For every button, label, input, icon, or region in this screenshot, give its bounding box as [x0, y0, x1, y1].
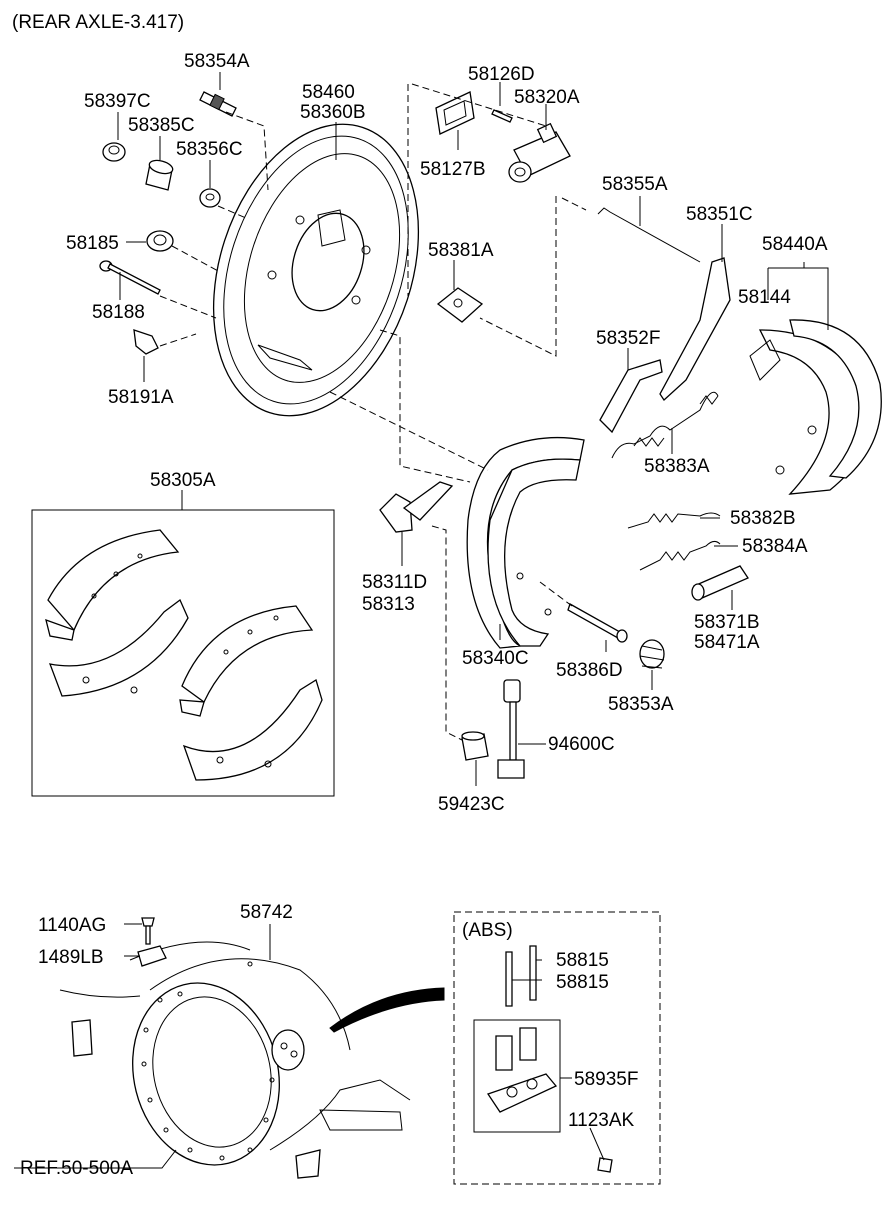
label-58127B: 58127B: [420, 159, 486, 180]
label-58935F: 58935F: [574, 1069, 638, 1090]
label-58354A: 58354A: [184, 51, 250, 72]
label-58320A: 58320A: [514, 87, 580, 108]
label-58313: 58313: [362, 594, 415, 615]
label-58351C: 58351C: [686, 204, 753, 225]
label-58440A: 58440A: [762, 234, 828, 255]
brake-shoe-58340C: [466, 436, 585, 649]
adjusting-rod-58355A: [597, 207, 701, 263]
axle-housing-58742: [59, 941, 411, 1179]
clip-58191A: [133, 329, 159, 355]
bleeder-screw-58354A: [199, 91, 237, 117]
label-58352F: 58352F: [596, 328, 660, 349]
label-abs: (ABS): [462, 920, 513, 941]
adjuster-58371B: [691, 565, 749, 601]
seal-58185: [146, 230, 174, 252]
label-58742: 58742: [240, 902, 293, 923]
brake-pipe-94600C: [497, 679, 525, 779]
leader-lines: [14, 72, 829, 1169]
label-94600C: 94600C: [548, 734, 615, 755]
label-58340C: 58340C: [462, 648, 529, 669]
label-58397C: 58397C: [84, 91, 151, 112]
assembly-guide-lines: [159, 83, 587, 741]
label-58382B: 58382B: [730, 508, 796, 529]
label-58383A: 58383A: [644, 456, 710, 477]
lever-58311D-58313: [379, 481, 454, 533]
washer-58356C: [199, 188, 221, 208]
spring-58383A: [611, 391, 719, 459]
gasket-58127B: [435, 91, 475, 135]
bushing-58385C: [145, 159, 174, 191]
label-58460: 58460: [302, 82, 355, 103]
part-labels: 58354A 58397C 58385C 58356C 58460 58360B…: [20, 51, 828, 1179]
label-58126D: 58126D: [468, 64, 535, 85]
label-58311D: 58311D: [362, 572, 427, 593]
label-58384A: 58384A: [742, 536, 808, 557]
sleeve-59423C: [461, 731, 489, 761]
label-58371B: 58371B: [694, 612, 760, 633]
label-58356C: 58356C: [176, 139, 243, 160]
label-58353A: 58353A: [608, 694, 674, 715]
bracket-1489LB: [137, 945, 167, 967]
label-58471A: 58471A: [694, 632, 760, 653]
label-58815-top: 58815: [556, 950, 609, 971]
bolt-1140AG: [141, 917, 155, 945]
lever-58351C: [659, 257, 731, 401]
label-58185: 58185: [66, 233, 119, 254]
parking-shoe-58440A: [749, 319, 882, 495]
label-58191A: 58191A: [108, 387, 174, 408]
anchor-plate-58381A: [436, 287, 484, 323]
label-58381A: 58381A: [428, 240, 494, 261]
label-58360B: 58360B: [300, 102, 366, 123]
label-58386D: 58386D: [556, 660, 623, 681]
label-1123AK: 1123AK: [568, 1110, 635, 1131]
backing-plate: [212, 123, 420, 417]
cap-58397C: [102, 142, 126, 162]
spring-58384A: [639, 540, 721, 571]
label-58188: 58188: [92, 302, 145, 323]
label-58144: 58144: [738, 287, 791, 308]
abs-detail-box: [453, 911, 661, 1185]
pin-58386D: [567, 603, 628, 643]
label-ref: REF.50-500A: [20, 1158, 133, 1179]
strut-58352F: [599, 359, 663, 434]
shoe-kit-box-58305A: [31, 509, 335, 797]
label-1140AG: 1140AG: [38, 915, 106, 936]
diagram-title: (REAR AXLE-3.417): [12, 12, 184, 33]
label-1489LB: 1489LB: [38, 947, 104, 968]
label-58305A: 58305A: [150, 470, 216, 491]
detail-pointer-arrow: [329, 987, 445, 1033]
label-58385C: 58385C: [128, 115, 195, 136]
label-59423C: 59423C: [438, 794, 505, 815]
bolt-58126D: [491, 109, 513, 123]
spring-58382B: [627, 512, 721, 529]
label-58355A: 58355A: [602, 174, 668, 195]
label-58815-bottom: 58815: [556, 972, 609, 993]
wheel-cylinder-58320A: [508, 122, 571, 183]
spring-58353A: [639, 639, 665, 669]
bolt-58188: [99, 260, 161, 295]
